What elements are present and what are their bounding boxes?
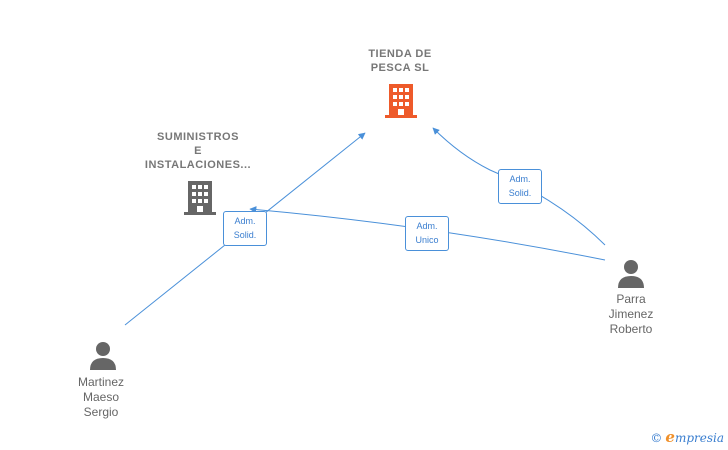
person-name-martinez[interactable]: Martinez Maeso Sergio	[61, 375, 141, 420]
relation-badge-martinez-tienda[interactable]: Adm. Solid.	[223, 211, 267, 246]
relation-label: Solid.	[233, 230, 257, 240]
relation-label: Unico	[415, 235, 439, 245]
relation-badge-parra-tienda[interactable]: Adm. Solid.	[498, 169, 542, 204]
relation-label: Adm.	[509, 174, 531, 184]
person-name-line: Jimenez	[608, 307, 654, 321]
building-icon[interactable]	[385, 84, 417, 118]
person-name-parra[interactable]: Parra Jimenez Roberto	[591, 292, 671, 337]
relation-badge-parra-suministros[interactable]: Adm. Unico	[405, 216, 449, 251]
relation-label: Solid.	[508, 188, 532, 198]
person-icon[interactable]	[616, 258, 646, 288]
company-name-line: PESCA SL	[370, 62, 430, 74]
person-name-line: Maeso	[82, 390, 120, 404]
brand-initial: e	[665, 428, 675, 446]
building-icon[interactable]	[184, 181, 216, 215]
relation-label: Adm.	[234, 216, 256, 226]
company-name-line: SUMINISTROS	[157, 131, 239, 143]
company-name-line: E	[194, 145, 202, 157]
person-name-line: Parra	[616, 292, 646, 306]
edge-parra-to-tienda	[432, 127, 606, 246]
person-name-line: Sergio	[83, 405, 119, 419]
empresia-watermark: ©empresia	[650, 428, 724, 446]
company-name-tienda[interactable]: TIENDA DE PESCA SL	[340, 47, 460, 75]
company-name-line: TIENDA DE	[368, 48, 432, 60]
company-name-suministros[interactable]: SUMINISTROS E INSTALACIONES...	[128, 130, 268, 172]
person-icon[interactable]	[88, 340, 118, 370]
company-name-line: INSTALACIONES...	[144, 159, 252, 171]
person-name-line: Martinez	[77, 375, 124, 389]
brand-name: mpresia	[674, 431, 724, 445]
copyright-symbol: ©	[650, 431, 663, 445]
relation-label: Adm.	[416, 221, 438, 231]
person-name-line: Roberto	[609, 322, 653, 336]
